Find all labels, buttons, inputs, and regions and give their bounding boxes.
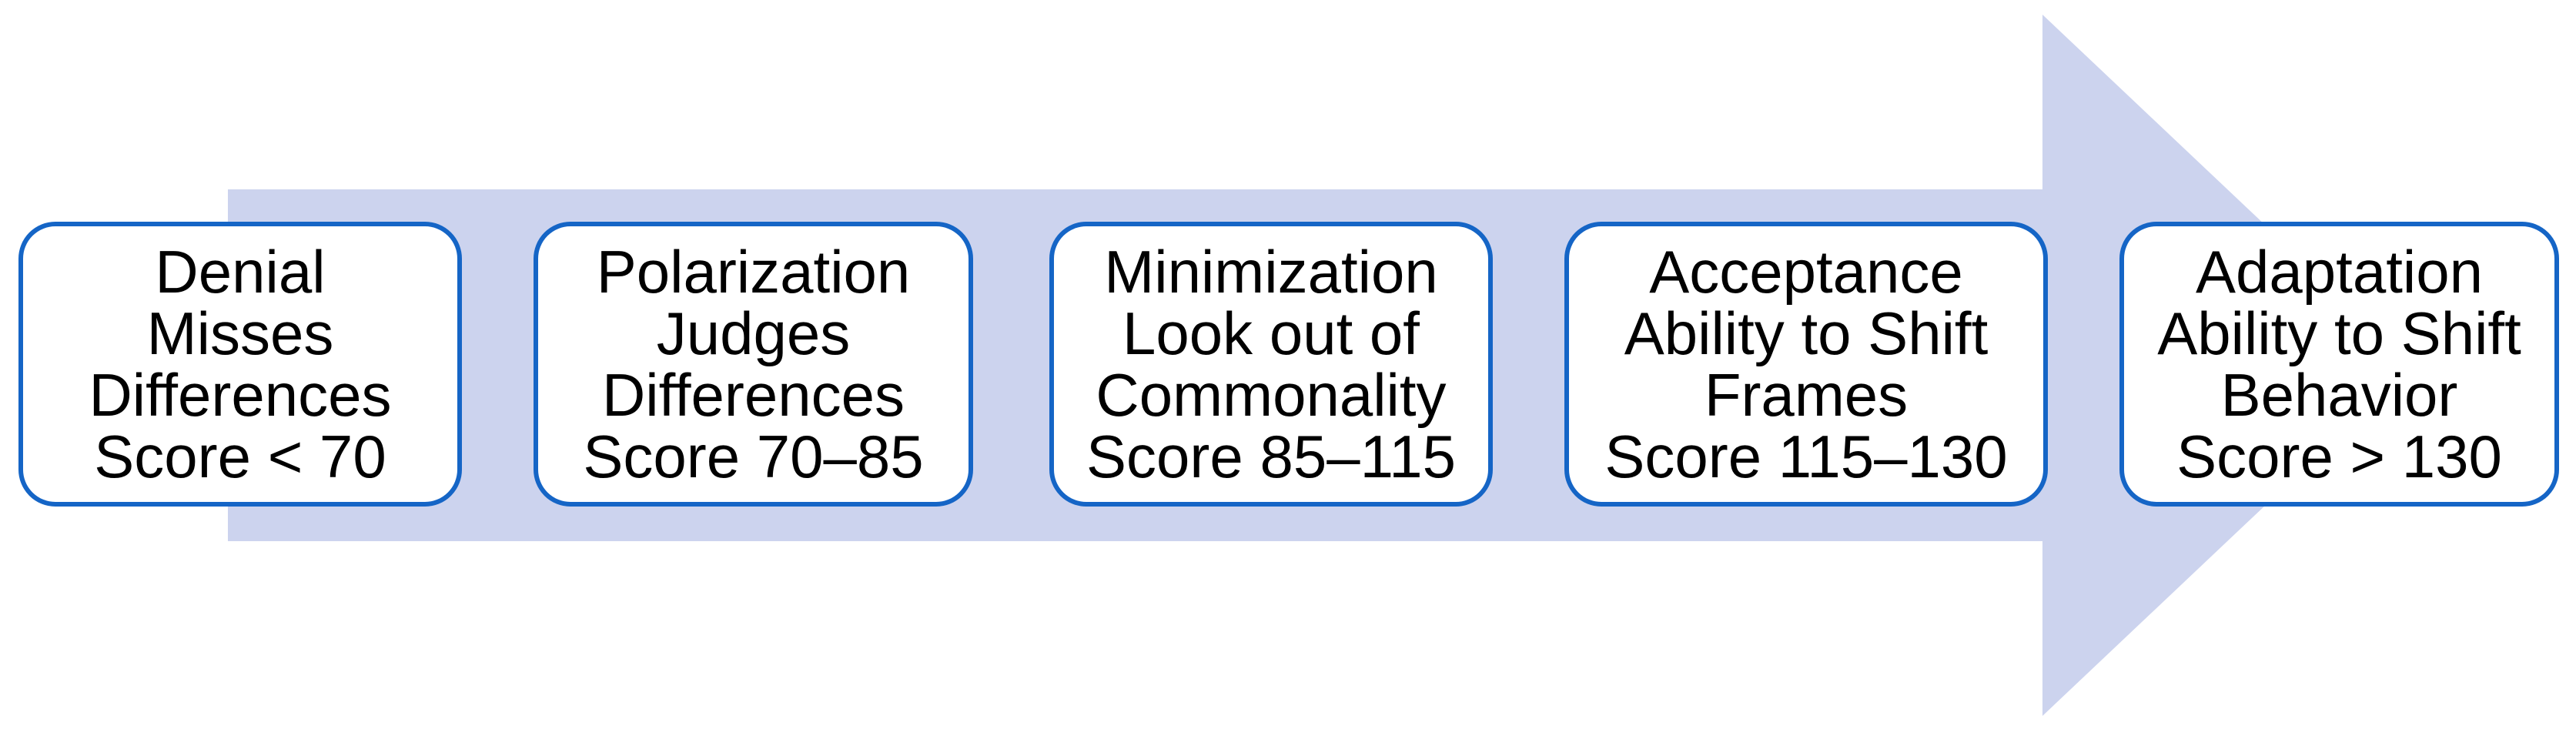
stage-description-line: Ability to Shift	[2157, 299, 2521, 367]
stage-description-line: Behavior	[2220, 361, 2458, 429]
stage-score-range: Score > 130	[2176, 423, 2502, 490]
stage-title: Minimization	[1104, 238, 1438, 306]
stage-box-denial: Denial Misses Differences Score < 70	[18, 222, 462, 507]
stage-score-range: Score < 70	[94, 423, 386, 490]
stage-box-polarization: Polarization Judges Differences Score 70…	[534, 222, 973, 507]
stage-description-line: Frames	[1704, 361, 1909, 429]
stage-box-acceptance: Acceptance Ability to Shift Frames Score…	[1564, 222, 2048, 507]
stage-description-line: Judges	[656, 299, 851, 367]
stage-description-line: Differences	[601, 361, 905, 429]
stage-description-line: Look out of	[1122, 299, 1420, 367]
stage-title: Polarization	[596, 238, 911, 306]
stage-box-adaptation: Adaptation Ability to Shift Behavior Sco…	[2119, 222, 2559, 507]
stage-score-range: Score 85–115	[1086, 423, 1456, 490]
stage-description-line: Commonality	[1096, 361, 1447, 429]
stage-score-range: Score 70–85	[583, 423, 924, 490]
stage-description-line: Differences	[89, 361, 392, 429]
stage-title: Acceptance	[1649, 238, 1963, 306]
stage-score-range: Score 115–130	[1604, 423, 2008, 490]
stage-description-line: Ability to Shift	[1624, 299, 1989, 367]
stage-description-line: Misses	[146, 299, 334, 367]
stage-title: Denial	[155, 238, 326, 306]
stage-box-minimization: Minimization Look out of Commonality Sco…	[1049, 222, 1493, 507]
stage-title: Adaptation	[2196, 238, 2483, 306]
